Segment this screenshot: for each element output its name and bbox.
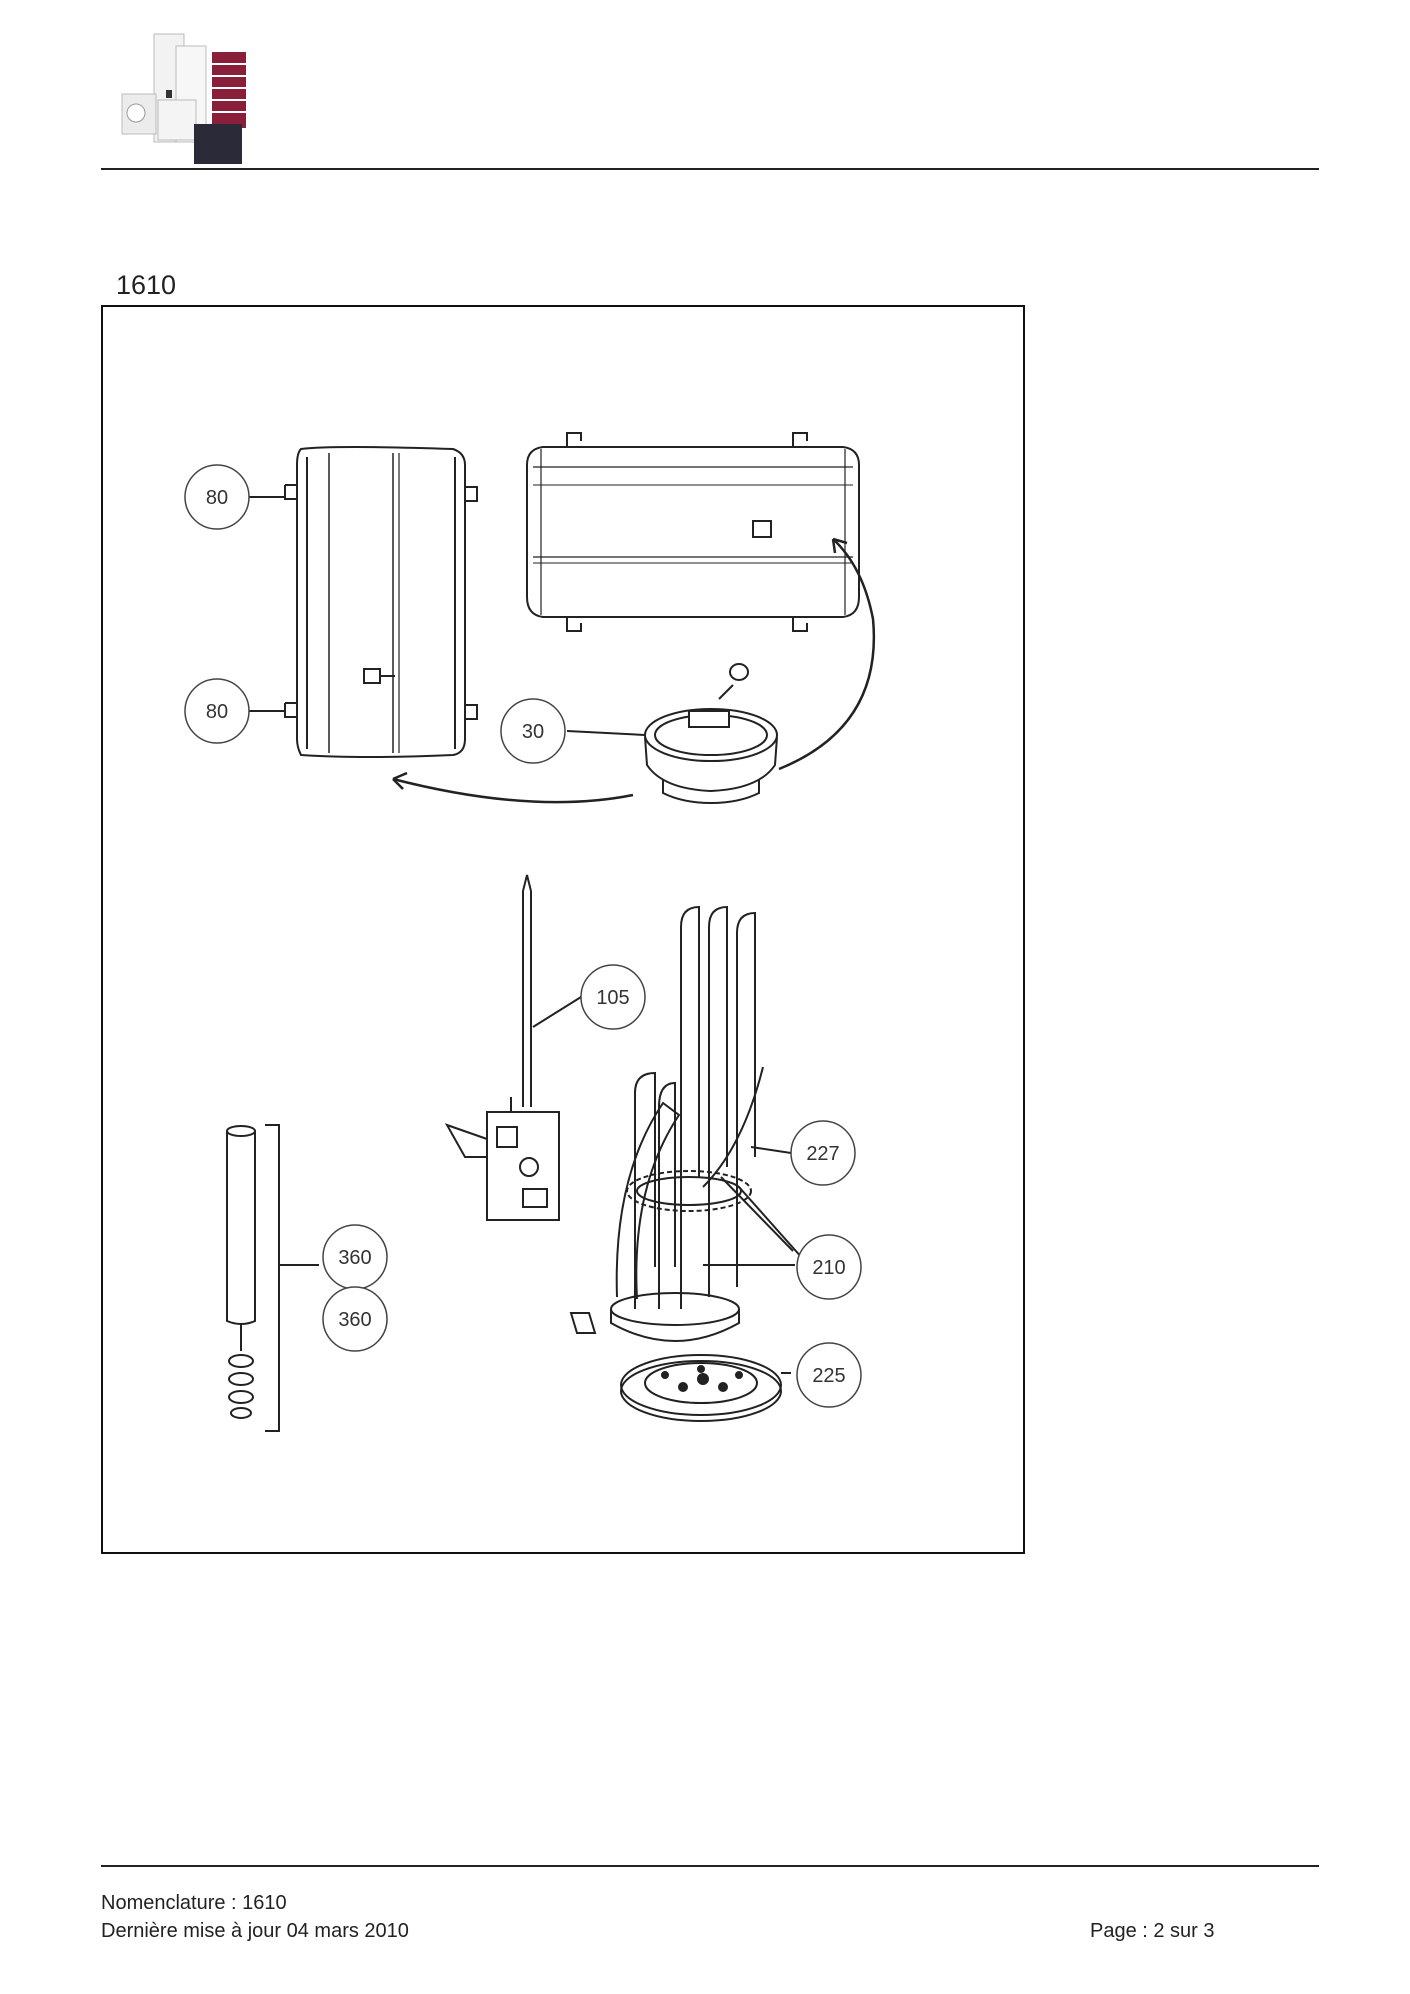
callout-105: 105 (580, 964, 646, 1030)
brand-logo (121, 33, 246, 164)
heating-element (569, 905, 764, 1343)
swap-arrows (392, 537, 876, 804)
svg-text:80: 80 (206, 701, 228, 723)
figure-label: 1610 (116, 270, 177, 300)
callout-225: 225 (796, 1342, 862, 1408)
callout-227: 227 (790, 1120, 856, 1186)
callout-leaders (249, 496, 804, 1374)
footer-last-updated: Dernière mise à jour 04 mars 2010 (101, 1920, 409, 1942)
horizontal-tank (526, 432, 860, 632)
flange-ring (644, 663, 778, 805)
svg-text:210: 210 (812, 1257, 845, 1279)
svg-text:360: 360 (338, 1247, 371, 1269)
thermostat (444, 874, 560, 1221)
exploded-parts-diagram: 80 80 30 105 227 210 225 360 (101, 305, 1025, 1554)
header-divider (101, 168, 1319, 170)
cover-plate (620, 1354, 782, 1422)
svg-text:227: 227 (806, 1143, 839, 1165)
svg-text:105: 105 (596, 987, 629, 1009)
footer-page-number: Page : 2 sur 3 (1090, 1920, 1215, 1942)
callout-360-bottom: 360 (322, 1286, 388, 1352)
callout-30: 30 (500, 698, 566, 764)
footer-divider (101, 1865, 1319, 1867)
footer-nomenclature: Nomenclature : 1610 (101, 1892, 287, 1914)
vertical-tank (284, 446, 478, 758)
callout-80-bottom: 80 (184, 678, 250, 744)
svg-text:225: 225 (812, 1365, 845, 1387)
svg-text:360: 360 (338, 1309, 371, 1331)
anode-rod (226, 1124, 319, 1432)
callout-80-top: 80 (184, 464, 250, 530)
svg-text:80: 80 (206, 487, 228, 509)
callout-360-top: 360 (322, 1224, 388, 1290)
diagram-drawing: 80 80 30 105 227 210 225 360 (184, 432, 876, 1432)
svg-text:30: 30 (522, 721, 544, 743)
callout-210: 210 (796, 1234, 862, 1300)
